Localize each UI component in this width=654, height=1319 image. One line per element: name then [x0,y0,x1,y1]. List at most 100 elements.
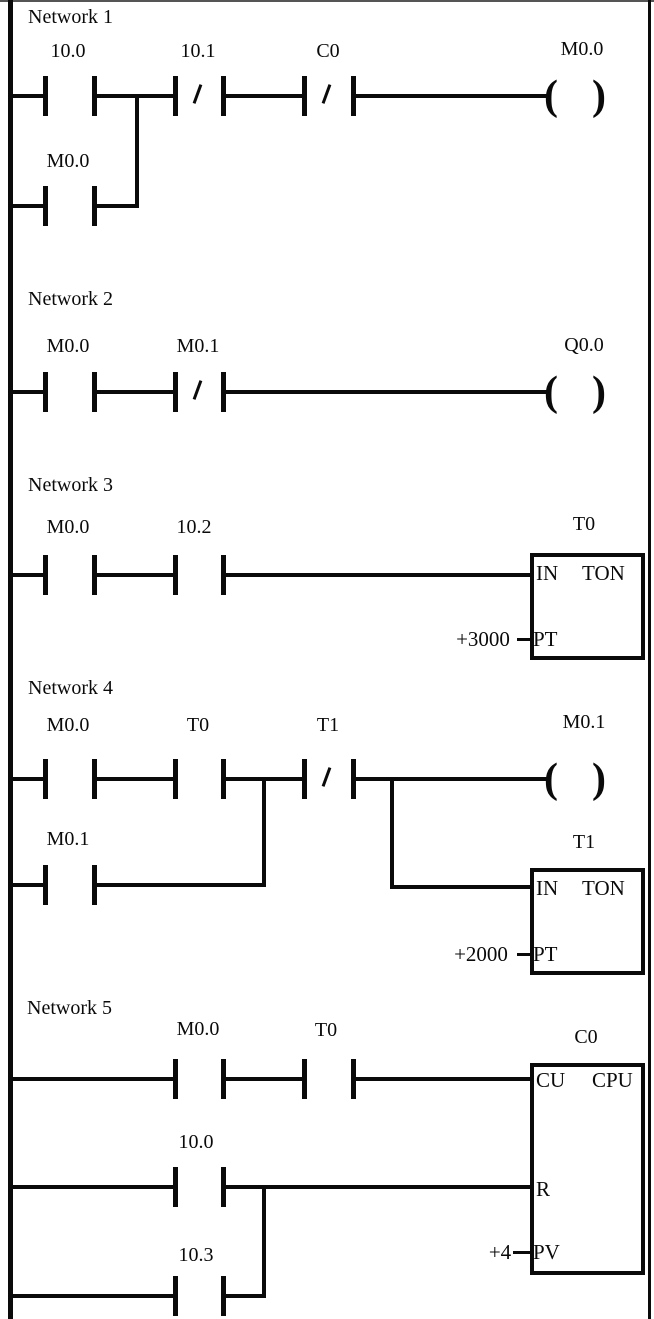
contact-bar [221,1167,226,1207]
contact-bar [302,1059,307,1099]
contact-bar [43,555,48,595]
timer-pt-label: PT [533,627,558,651]
contact-bar [221,759,226,799]
counter-name-label: C0 [574,1026,598,1048]
contact-bar [351,759,356,799]
contact-bar [351,1059,356,1099]
branch-rung-line [97,883,266,887]
branch-connector [135,96,139,208]
rung-line [97,573,173,577]
timer-pt-value: +2000 [454,942,508,966]
rung-line [8,390,43,394]
rung-line [226,1185,530,1189]
timer-name-label: T0 [572,513,596,535]
pv-connector-line [513,1251,531,1254]
right-border [648,0,651,1319]
contact-label: M0.0 [46,516,90,538]
contact-bar [92,865,97,905]
contact-bar [92,372,97,412]
rung-line [226,94,302,98]
rung-line [226,1077,302,1081]
pt-connector-line [517,638,531,641]
network-2-title: Network 2 [28,288,113,310]
network-1-title: Network 1 [28,6,113,28]
branch-rung-line [97,204,139,208]
top-border [0,0,654,2]
rung-line [355,94,548,98]
branch-connector [262,779,266,887]
contact-label: M0.1 [176,335,220,357]
nc-slash-icon [321,84,332,104]
contact-bar [221,76,226,116]
nc-slash-icon [192,84,203,104]
contact-label: T1 [316,714,340,736]
contact-bar [302,759,307,799]
coil-close-paren-icon: ) [592,369,606,415]
contact-bar [221,372,226,412]
branch-connector [262,1187,266,1298]
coil-close-paren-icon: ) [592,73,606,119]
contact-bar [173,555,178,595]
contact-bar [173,1167,178,1207]
contact-label: 10.0 [178,1131,214,1153]
coil-close-paren-icon: ) [592,756,606,802]
contact-bar [92,186,97,226]
contact-bar [92,555,97,595]
timer-pt-label: PT [533,942,558,966]
contact-label: M0.0 [46,714,90,736]
contact-bar [351,76,356,116]
contact-bar [173,1059,178,1099]
contact-label: M0.0 [46,335,90,357]
contact-bar [302,76,307,116]
branch-contact-label: M0.1 [46,828,90,850]
coil-open-paren-icon: ( [544,369,558,415]
rung-line [356,777,548,781]
network-4-title: Network 4 [28,677,113,699]
timer-in-label: IN [536,561,559,585]
rung-line [8,777,43,781]
counter-r-label: R [536,1177,551,1201]
contact-label: 10.1 [180,40,216,62]
rung-line [97,777,173,781]
contact-bar [221,1059,226,1099]
timer-in-label: IN [536,876,559,900]
counter-box [530,1063,645,1275]
timer-branch-line [390,885,530,889]
contact-label: 10.3 [178,1244,214,1266]
network-3-title: Network 3 [28,474,113,496]
contact-label: 10.2 [176,516,212,538]
timer-type-label: TON [582,876,625,900]
contact-bar [173,759,178,799]
contact-label: M0.0 [176,1018,220,1040]
rung-line [8,573,43,577]
timer-box [530,868,645,975]
pt-connector-line [517,953,531,956]
timer-branch-connector [390,779,394,889]
contact-label: C0 [316,40,340,62]
contact-bar [173,1276,178,1316]
branch-rung-line [8,1294,173,1298]
contact-bar [43,759,48,799]
rung-line [8,94,43,98]
counter-pv-label: PV [533,1240,560,1264]
rung-line [97,390,173,394]
coil-label: Q0.0 [564,334,604,356]
contact-bar [43,372,48,412]
contact-bar [173,372,178,412]
timer-box [530,553,645,660]
contact-label: 10.0 [50,40,86,62]
contact-bar [221,1276,226,1316]
left-power-rail [8,0,13,1319]
rung-line [226,573,530,577]
timer-type-label: TON [582,561,625,585]
coil-label: M0.0 [560,38,604,60]
contact-label: T0 [186,714,210,736]
counter-pv-value: +4 [488,1240,512,1264]
nc-slash-icon [192,380,203,400]
coil-open-paren-icon: ( [544,756,558,802]
coil-label: M0.1 [562,711,606,733]
contact-bar [43,865,48,905]
contact-bar [43,76,48,116]
contact-bar [92,759,97,799]
